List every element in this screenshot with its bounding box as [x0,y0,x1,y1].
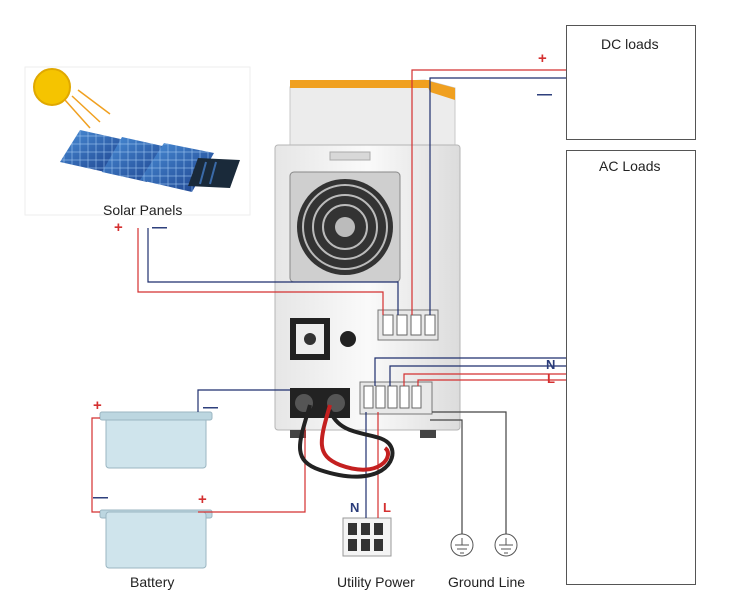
sun-icon [33,68,111,129]
solar-panel-icon [60,130,240,192]
battery-top-minus-sign: — [203,399,218,416]
battery-illustration [99,411,213,569]
battery-positive-wire [198,418,306,513]
battery-bottom-minus-sign: — [93,489,108,506]
ground-wire [430,419,463,534]
inverter-unit [274,79,461,438]
ac-loads-label: AC Loads [599,158,661,174]
ground-symbol-icon [450,533,518,557]
solar-plus-sign: + [114,219,123,236]
ac-live-tag: L [547,371,555,386]
battery-negative-wire [197,389,290,412]
dc-plus-sign: + [538,50,547,67]
ac-terminal-block [359,381,433,415]
utility-live-tag: L [383,500,391,515]
dc-loads-box [566,25,696,140]
battery-bottom-plus-sign: + [198,491,207,508]
dc-loads-label: DC loads [601,36,659,52]
power-socket-icon [290,318,356,360]
ac-loads-box [566,150,696,585]
battery-top-plus-sign: + [93,397,102,414]
dc-load-positive-wire [411,69,566,315]
solar-positive-wire [137,228,384,315]
battery-label: Battery [130,574,175,590]
ac-neutral-tag: N [546,357,556,372]
dc-minus-sign: — [537,86,552,103]
ac-neutral-wire [374,357,566,386]
cooling-fan-icon [289,171,401,283]
utility-meter-icon [342,517,392,557]
solar-panels-label: Solar Panels [103,202,183,218]
ac-live-wire [403,373,566,386]
ground-line-label: Ground Line [448,574,526,590]
dc-terminal-block [377,309,439,341]
dc-load-negative-wire [429,77,566,315]
solar-negative-wire [147,228,399,315]
utility-power-label: Utility Power [337,574,415,590]
utility-neutral-tag: N [350,500,360,515]
solar-minus-sign: — [152,219,167,236]
wires [91,69,566,534]
solar-panels-illustration [24,66,251,216]
